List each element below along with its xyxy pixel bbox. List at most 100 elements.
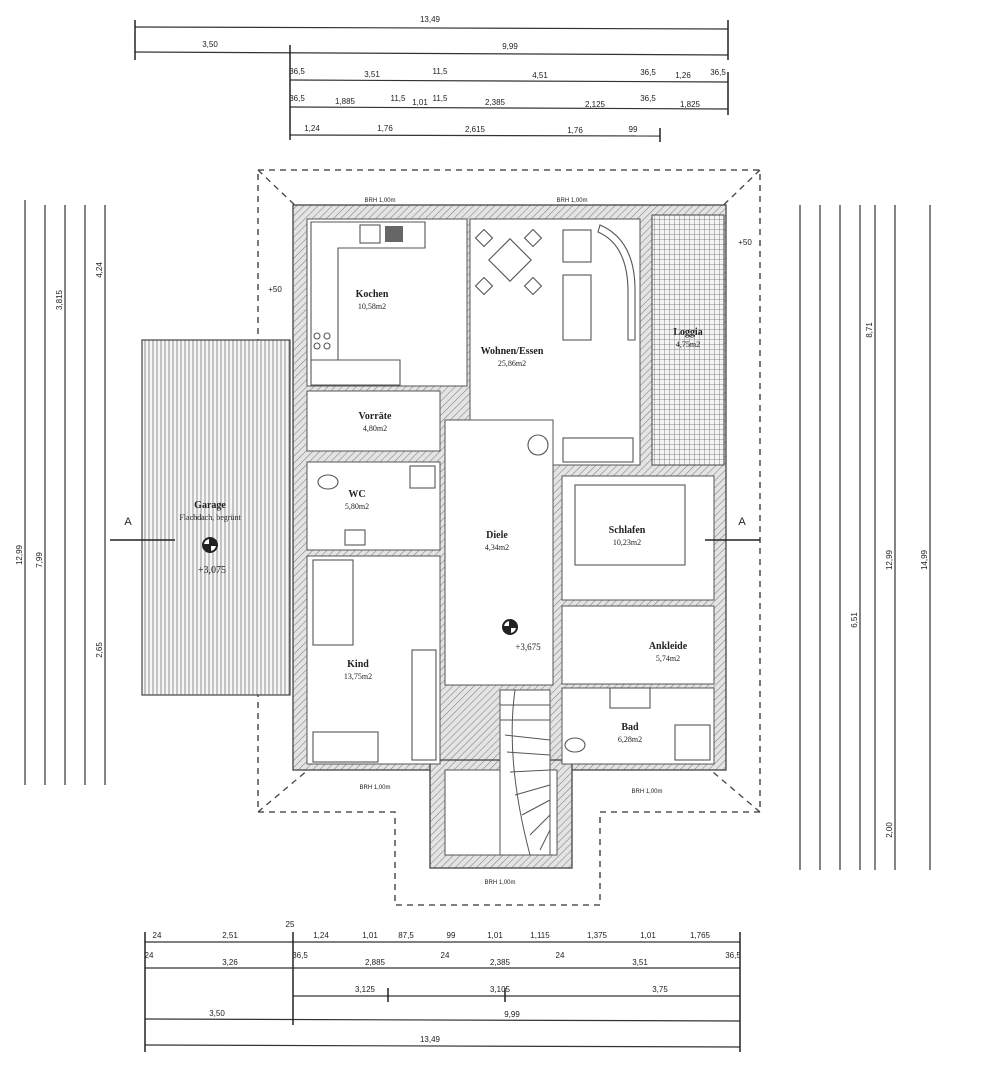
roof-overhang-label: +50 xyxy=(738,238,752,247)
dim-label: 36,5 xyxy=(289,94,305,103)
window-labels: BRH 1,00m BRH 1,00m BRH 1,00m BRH 1,00m … xyxy=(359,198,662,886)
dim-label: 1,375 xyxy=(587,931,608,940)
room-area: 10,23m2 xyxy=(613,538,641,547)
dim-label: 4,51 xyxy=(532,71,548,80)
garage-level: +3,075 xyxy=(198,565,226,576)
side-dimensions: 12,99 7,99 3,815 4,24 2,65 14,99 12,99 8… xyxy=(15,200,931,870)
room-diele xyxy=(444,419,554,686)
roof-outline xyxy=(257,169,761,906)
room-area: 4,75m2 xyxy=(676,340,700,349)
dim-label: 25 xyxy=(286,920,295,929)
dim-label: 2,00 xyxy=(885,822,894,838)
dim-label: 3,51 xyxy=(632,958,648,967)
dim-label: 3,50 xyxy=(202,40,218,49)
dim-label: 14,99 xyxy=(920,549,929,570)
room-area: 4,80m2 xyxy=(363,424,387,433)
dim-label: 1,01 xyxy=(412,98,428,107)
dim-label: 36,5 xyxy=(292,951,308,960)
level-marker-icon xyxy=(202,537,218,553)
dim-label: 11,5 xyxy=(433,94,449,103)
dim-label: 1,76 xyxy=(567,126,583,135)
window-label: BRH 1,00m xyxy=(631,789,662,795)
dim-label: 13,49 xyxy=(420,15,441,24)
room-vorraete xyxy=(306,390,441,452)
dim-label: 36,5 xyxy=(725,951,741,960)
bottom-dimensions: 24 2,51 25 1,24 1,01 87,5 99 1,01 1,115 … xyxy=(144,920,741,1052)
room-area: 5,80m2 xyxy=(345,502,369,511)
dim-label: 9,99 xyxy=(502,42,518,51)
garage-roof-note: Flachdach, begrünt xyxy=(179,513,241,522)
room-area: 6,28m2 xyxy=(618,735,642,744)
room-area: 25,86m2 xyxy=(498,359,526,368)
room-name: Loggia xyxy=(673,327,702,338)
dim-label: 3,50 xyxy=(209,1009,225,1018)
dim-label: 99 xyxy=(447,931,456,940)
dim-label: 87,5 xyxy=(398,931,414,940)
section-label: A xyxy=(738,516,746,528)
dim-label: 3,105 xyxy=(490,985,511,994)
dim-label: 8,71 xyxy=(865,322,874,338)
dim-label: 1,115 xyxy=(530,931,550,940)
section-label: A xyxy=(124,516,132,528)
room-labels: Kochen 10,58m2 Wohnen/Essen 25,86m2 Logg… xyxy=(179,289,702,744)
dim-label: 2,51 xyxy=(222,931,238,940)
room-name: Kochen xyxy=(356,289,389,300)
room-name: Garage xyxy=(194,500,226,511)
dim-label: 24 xyxy=(153,931,162,940)
room-name: WC xyxy=(348,489,365,500)
dim-label: 2,885 xyxy=(365,958,386,967)
dim-label: 4,24 xyxy=(95,262,104,278)
dim-label: 2,385 xyxy=(490,958,511,967)
garage xyxy=(141,339,291,696)
room-ankleide xyxy=(561,605,715,685)
window-label: BRH 1,00m xyxy=(359,785,390,791)
dim-label: 11,5 xyxy=(391,94,407,103)
dim-label: 12,99 xyxy=(15,544,24,565)
dim-label: 3,51 xyxy=(364,70,380,79)
section-marker-left: A xyxy=(110,516,175,541)
room-name: Wohnen/Essen xyxy=(481,346,544,357)
room-name: Kind xyxy=(347,659,369,670)
dim-label: 36,5 xyxy=(289,67,305,76)
dim-label: 2,125 xyxy=(585,100,606,109)
dim-label: 1,01 xyxy=(487,931,503,940)
room-name: Bad xyxy=(621,722,639,733)
dim-label: 24 xyxy=(441,951,450,960)
dim-label: 1,765 xyxy=(690,931,711,940)
section-marker-right: A xyxy=(705,516,760,541)
roof-overhang-label: +50 xyxy=(268,285,282,294)
dim-label: 6,51 xyxy=(850,612,859,628)
staircase xyxy=(499,689,551,856)
furniture xyxy=(310,221,711,763)
dim-label: 24 xyxy=(145,951,154,960)
dim-label: 2,65 xyxy=(95,642,104,658)
dim-label: 1,76 xyxy=(377,124,393,133)
dim-label: 9,99 xyxy=(504,1010,520,1019)
dim-label: 1,01 xyxy=(362,931,378,940)
dim-label: 36,5 xyxy=(710,68,726,77)
dim-label: 11,5 xyxy=(433,67,449,76)
dim-label: 3,75 xyxy=(652,985,668,994)
room-loggia xyxy=(651,214,725,466)
level-marker-icon xyxy=(502,619,518,635)
room-area: 13,75m2 xyxy=(344,672,372,681)
dim-label: 2,385 xyxy=(485,98,506,107)
dim-label: 36,5 xyxy=(640,68,656,77)
dim-label: 3,26 xyxy=(222,958,238,967)
top-dimensions: 13,49 3,50 9,99 36,5 3,51 11,5 4,51 36,5… xyxy=(134,15,729,142)
room-area: 5,74m2 xyxy=(656,654,680,663)
dim-label: 1,26 xyxy=(675,71,691,80)
dim-label: 3,125 xyxy=(355,985,376,994)
dim-label: 1,24 xyxy=(304,124,320,133)
dim-label: 1,24 xyxy=(313,931,329,940)
window-label: BRH 1,00m xyxy=(484,880,515,886)
floor-level: +3,675 xyxy=(515,642,541,652)
room-area: 4,34m2 xyxy=(485,543,509,552)
window-label: BRH 1,00m xyxy=(556,198,587,204)
dim-label: 1,01 xyxy=(640,931,656,940)
room-name: Diele xyxy=(486,530,508,541)
dim-label: 2,615 xyxy=(465,125,486,134)
dim-label: 99 xyxy=(629,125,638,134)
room-name: Ankleide xyxy=(649,641,688,652)
